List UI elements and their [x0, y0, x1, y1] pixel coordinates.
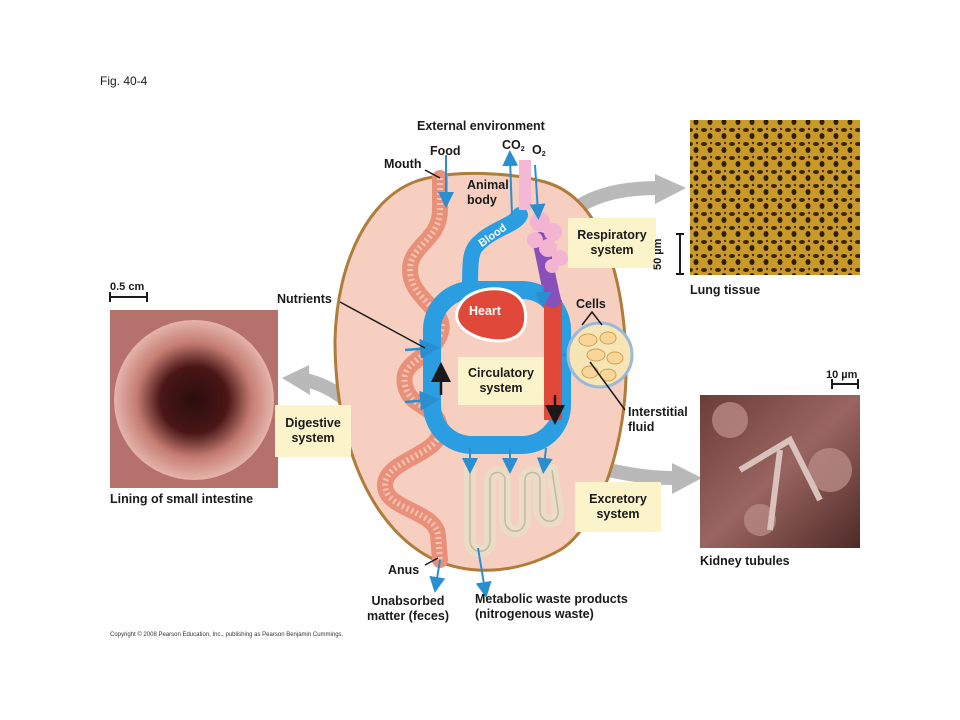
respiratory-box-line2: system: [590, 243, 634, 257]
o2-label: O2: [532, 143, 546, 158]
intestine-lumen: [114, 320, 274, 480]
arrow-to-lung-head: [655, 174, 686, 204]
circulatory-box-line2: system: [479, 381, 523, 395]
co2-arrow: [502, 150, 519, 216]
metabolic-waste-label: Metabolic waste products (nitrogenous wa…: [475, 592, 628, 622]
circulatory-system-box: Circulatory system: [458, 357, 544, 405]
food-label: Food: [430, 144, 461, 158]
nutrient-arrow-1: [404, 338, 440, 359]
arrow-to-intestine-head: [282, 365, 310, 395]
excretory-box-line2: system: [596, 507, 640, 521]
nutrients-leader: [339, 301, 426, 349]
excretory-system-box: Excretory system: [575, 482, 661, 532]
digestive-system-box: Digestive system: [275, 405, 351, 457]
external-environment-label: External environment: [417, 119, 545, 133]
animal-body-label-line2: body: [467, 193, 497, 207]
respiratory-system-box: Respiratory system: [568, 218, 656, 268]
unabsorbed-line1: Unabsorbed: [371, 594, 445, 608]
unabsorbed-line2: matter (feces): [367, 609, 449, 623]
interstitial-fluid-label: Interstitial fluid: [628, 405, 688, 435]
heart-shape: [455, 287, 528, 343]
mouth-leader: [424, 169, 441, 179]
intestine-caption: Lining of small intestine: [110, 492, 254, 506]
kidney-tubule-texture: [712, 402, 852, 536]
cells-label: Cells: [576, 297, 606, 311]
waste-arrow-3: [536, 447, 553, 474]
lung-tissue-caption: Lung tissue: [690, 283, 761, 297]
metabolic-waste-line1: Metabolic waste products: [475, 592, 628, 606]
digestive-box-line1: Digestive: [285, 416, 341, 430]
digestive-box-line2: system: [291, 431, 335, 445]
unabsorbed-matter-label: Unabsorbed matter (feces): [367, 594, 449, 624]
nutrients-label: Nutrients: [277, 292, 332, 306]
respiratory-box-line1: Respiratory: [577, 228, 647, 242]
animal-body-label-line1: Animal: [467, 178, 509, 192]
lung-tissue-image: [690, 120, 860, 275]
kidney-caption: Kidney tubules: [700, 554, 790, 568]
arrow-to-kidney-head: [672, 463, 702, 494]
o2-arrow: [529, 164, 546, 220]
animal-body-label: Animal body: [467, 178, 509, 208]
kidney-scale-label: 10 µm: [826, 369, 858, 381]
anus-leader: [424, 557, 439, 566]
heart-label: Heart: [469, 304, 501, 318]
feces-arrow: [429, 559, 446, 593]
mouth-label: Mouth: [384, 157, 422, 171]
digestive-tract-villi: [381, 178, 445, 561]
nutrient-arrow-2: [404, 390, 440, 411]
metabolic-waste-arrow: [475, 547, 492, 598]
figure-label: Fig. 40-4: [100, 74, 148, 88]
interstitial-leader: [589, 361, 626, 411]
cells-leader: [581, 310, 603, 326]
excretory-box-line1: Excretory: [589, 492, 647, 506]
pulmonary-vessel-out: [462, 207, 528, 298]
metabolic-waste-line2: (nitrogenous waste): [475, 607, 594, 621]
copyright-notice: Copyright © 2008 Pearson Education, Inc.…: [110, 632, 344, 638]
intestine-scale-label: 0.5 cm: [110, 281, 145, 293]
excretory-tubules-outline: [469, 469, 559, 552]
interstitial-fluid-line1: Interstitial: [628, 405, 688, 419]
co2-label: CO2: [502, 138, 525, 153]
anus-label: Anus: [388, 563, 420, 577]
lung-scale-label: 50 µm: [652, 238, 664, 270]
interstitial-fluid-line2: fluid: [628, 420, 655, 434]
circulatory-box-line1: Circulatory: [468, 366, 534, 380]
